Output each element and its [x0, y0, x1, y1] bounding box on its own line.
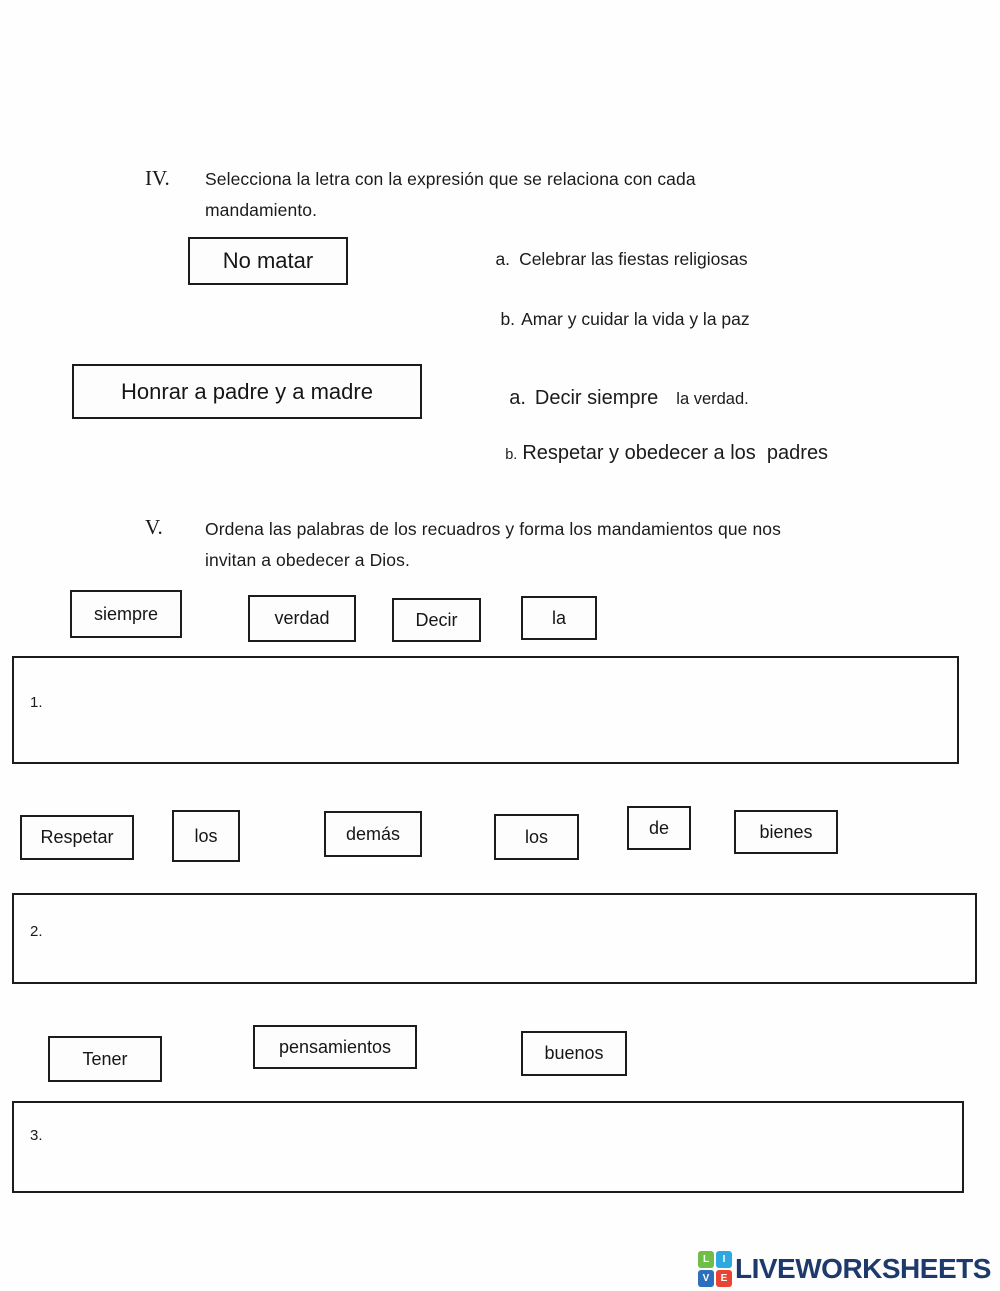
word-label: la [551, 607, 566, 628]
word-box-los-2[interactable]: los [494, 814, 579, 860]
word-box-tener[interactable]: Tener [48, 1036, 162, 1082]
word-label: siempre [93, 603, 159, 624]
answer-label-2: 2. [30, 923, 43, 940]
word-box-los-1[interactable]: los [172, 810, 240, 862]
option-text: Respetar y obedecer a los padres [522, 442, 829, 464]
option-text: Amar y cuidar la vida y la paz [521, 309, 750, 329]
answer-box-3[interactable] [12, 1101, 964, 1193]
section4-instruction: Selecciona la letra con la expresión que… [205, 164, 825, 226]
logo-tile-i: I [716, 1251, 732, 1268]
commandment-box-no-matar: No matar [188, 237, 348, 285]
word-label: pensamientos [278, 1036, 392, 1057]
commandment-box-honrar: Honrar a padre y a madre [72, 364, 422, 419]
section5-instruction-line2: invitan a obedecer a Dios. [205, 550, 410, 570]
option-a-item1[interactable]: a. Celebrar las fiestas religiosas [476, 228, 748, 291]
logo-tile-v: V [698, 1270, 714, 1287]
liveworksheets-logo-text: LIVEWORKSHEETS [735, 1253, 991, 1284]
word-label: bienes [759, 821, 813, 842]
answer-box-1[interactable] [12, 656, 959, 764]
commandment-label: No matar [222, 248, 314, 273]
section5-numeral: V. [145, 515, 163, 539]
word-box-verdad[interactable]: verdad [248, 595, 356, 642]
word-box-respetar[interactable]: Respetar [20, 815, 134, 860]
answer-box-2[interactable] [12, 893, 977, 984]
word-label: buenos [544, 1043, 604, 1063]
word-box-la[interactable]: la [521, 596, 597, 640]
word-label: los [194, 825, 218, 846]
word-box-bienes[interactable]: bienes [734, 810, 838, 854]
word-box-demas[interactable]: demás [324, 811, 422, 857]
section4-instruction-line1: Selecciona la letra con la expresión que… [205, 169, 696, 189]
option-b-item1[interactable]: b.Amar y cuidar la vida y la paz [481, 288, 750, 351]
section4-instruction-line2: mandamiento. [205, 200, 318, 220]
option-text: Decir siempre [534, 387, 659, 409]
option-text-suffix: la verdad. [676, 390, 749, 408]
commandment-label: Honrar a padre y a madre [121, 378, 373, 404]
section5-instruction: Ordena las palabras de los recuadros y f… [205, 514, 905, 576]
word-box-siempre[interactable]: siempre [70, 590, 182, 638]
option-letter: a. [495, 249, 511, 269]
word-label: demás [345, 823, 401, 844]
option-a-item2[interactable]: a. Decir siempre la verdad. [487, 364, 749, 433]
word-label: Decir [415, 609, 458, 630]
word-box-decir[interactable]: Decir [392, 598, 481, 642]
word-label: de [648, 817, 670, 838]
option-letter: b. [500, 309, 516, 329]
word-label: verdad [274, 608, 330, 628]
word-label: los [524, 826, 548, 847]
liveworksheets-logo[interactable]: L I V E LIVEWORKSHEETS [698, 1251, 991, 1287]
logo-tile-e: E [716, 1270, 732, 1287]
liveworksheets-logo-icon: L I V E [698, 1251, 732, 1287]
word-box-pensamientos[interactable]: pensamientos [253, 1025, 417, 1069]
word-label: Tener [82, 1048, 128, 1069]
option-text: Celebrar las fiestas religiosas [519, 249, 748, 269]
section4-numeral: IV. [145, 166, 170, 190]
word-box-buenos[interactable]: buenos [521, 1031, 627, 1076]
logo-tile-l: L [698, 1251, 714, 1268]
answer-label-1: 1. [30, 694, 43, 711]
option-b-item2[interactable]: b.Respetar y obedecer a los padres [483, 419, 828, 488]
word-box-de[interactable]: de [627, 806, 691, 850]
option-letter: a. [509, 387, 526, 409]
option-letter: b. [505, 447, 518, 463]
word-label: Respetar [40, 827, 114, 847]
section5-instruction-line1: Ordena las palabras de los recuadros y f… [205, 519, 781, 539]
answer-label-3: 3. [30, 1127, 43, 1144]
